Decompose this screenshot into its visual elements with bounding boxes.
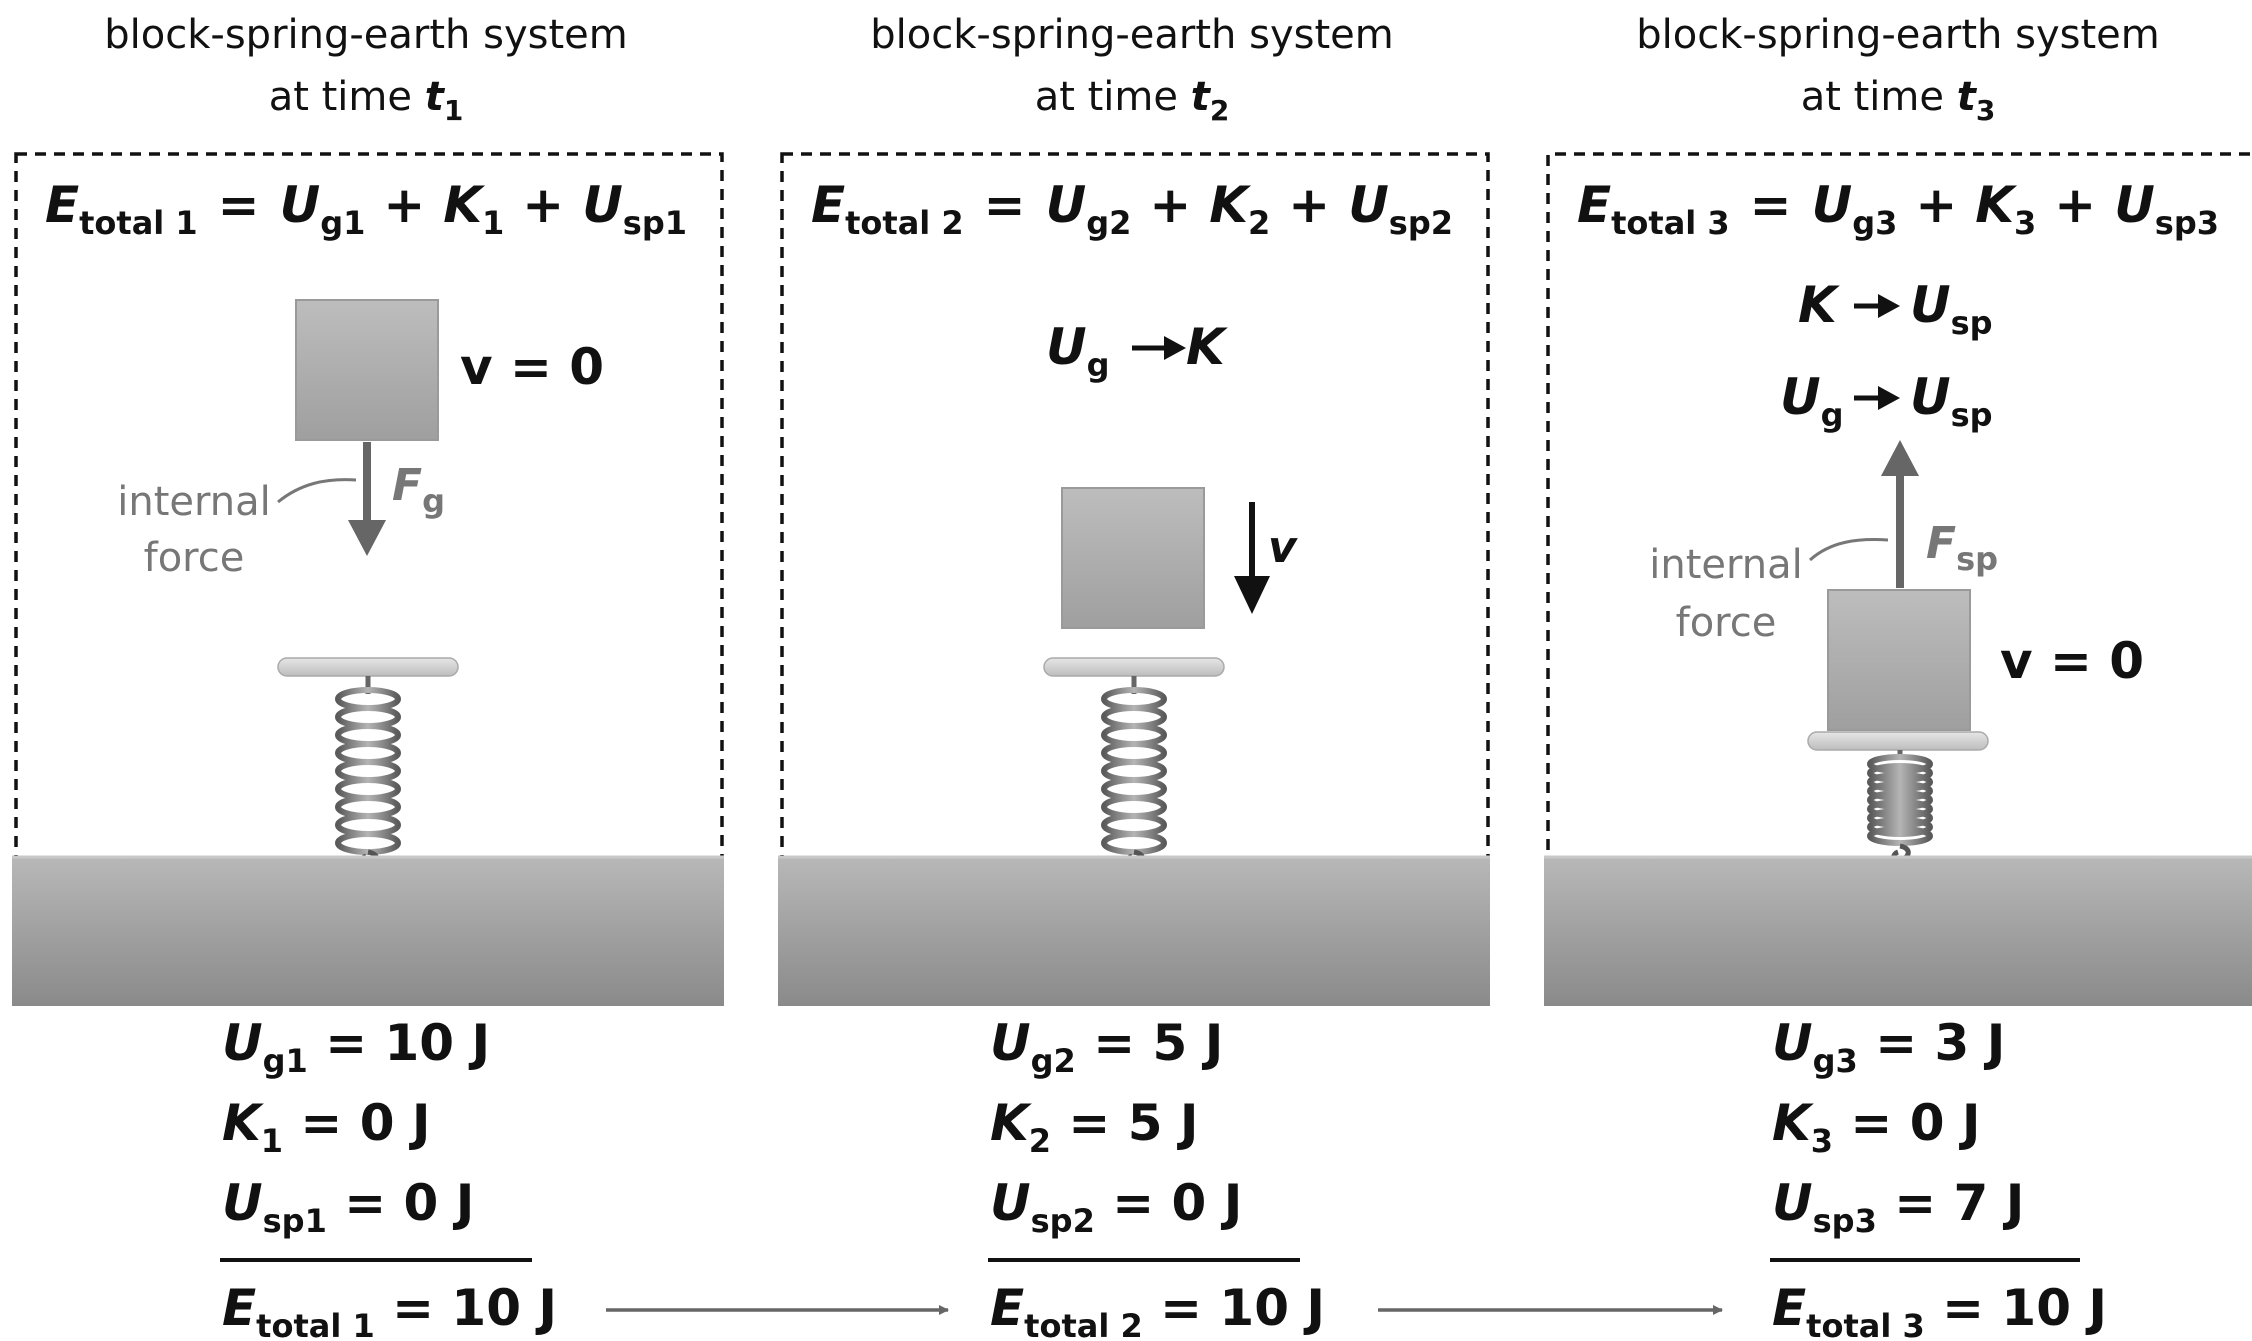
energy-value-ug: Ug2 = 5 J — [990, 1014, 1223, 1080]
conversion-arrow-head — [1878, 386, 1900, 410]
energy-value-usp: Usp3 = 7 J — [1772, 1174, 2024, 1240]
velocity-label: v = 0 — [2000, 632, 2144, 690]
internal-force-leader — [1808, 538, 1889, 562]
spring-coil — [335, 687, 401, 867]
energy-value-ug: Ug3 = 3 J — [1772, 1014, 2005, 1080]
panel-2: block-spring-earth system at time t2 Eto… — [778, 12, 1490, 1341]
internal-force-label: internal — [117, 479, 270, 525]
conversion-from: K — [1798, 276, 1840, 334]
energy-value-usp: Usp2 = 0 J — [990, 1174, 1242, 1240]
velocity-label: v — [1268, 522, 1298, 573]
energy-conversion: Ug K — [1046, 318, 1228, 384]
energy-value-k: K1 = 0 J — [222, 1094, 431, 1160]
panel-title: block-spring-earth system — [1636, 12, 2159, 58]
energy-value-k: K3 = 0 J — [1772, 1094, 1981, 1160]
panel-1: block-spring-earth system at time t1 Eto… — [12, 12, 724, 1341]
spring-plate — [1043, 657, 1225, 677]
spring-force-arrow-head — [1881, 440, 1919, 476]
block — [1061, 487, 1205, 629]
system-boundary — [1546, 152, 2250, 1001]
energy-total: Etotal 3 = 10 J — [1772, 1279, 2107, 1341]
conversion-from: Ug — [1046, 318, 1110, 384]
energy-total: Etotal 2 = 10 J — [990, 1279, 1325, 1341]
energy-total: Etotal 1 = 10 J — [222, 1279, 557, 1341]
conversion-arrow-head — [1164, 336, 1186, 360]
energy-value-ug: Ug1 = 10 J — [222, 1014, 490, 1080]
spring-force-label: Fsp — [1926, 518, 1998, 578]
gravity-force-label: Fg — [392, 460, 445, 520]
energy-equation: Etotal 3=Ug3+K3+Usp3 — [1577, 176, 2219, 242]
ground — [1544, 856, 2252, 1006]
panel-title: block-spring-earth system — [104, 12, 627, 58]
conversion-to: K — [1186, 318, 1228, 376]
internal-force-leader — [277, 478, 357, 504]
velocity-label: v = 0 — [460, 338, 604, 396]
conversion-from: Ug — [1780, 368, 1844, 434]
internal-force-label: internal — [1649, 542, 1802, 588]
energy-conversion: Ug Usp — [1780, 368, 1993, 434]
panel-3: block-spring-earth system at time t3 Eto… — [1544, 12, 2252, 1341]
ground — [778, 856, 1490, 1006]
conversion-to: Usp — [1910, 276, 1993, 342]
velocity-arrow-head — [1234, 576, 1270, 614]
gravity-arrow-head — [348, 520, 386, 556]
ground — [12, 856, 724, 1006]
internal-force-label-line2: force — [144, 535, 245, 581]
spring-coil-compressed — [1867, 754, 1933, 863]
panel-time-label: at time t1 — [269, 74, 464, 127]
energy-value-k: K2 = 5 J — [990, 1094, 1199, 1160]
spring-coil — [1101, 687, 1167, 867]
energy-equation: Etotal 2=Ug2+K2+Usp2 — [811, 176, 1453, 242]
conversion-arrow-head — [1878, 294, 1900, 318]
spring-plate — [1807, 731, 1989, 751]
panel-time-label: at time t3 — [1801, 74, 1996, 127]
energy-conversion: K Usp — [1798, 276, 1993, 342]
energy-equation: Etotal 1=Ug1+K1+Usp1 — [45, 176, 687, 242]
conversion-to: Usp — [1910, 368, 1993, 434]
energy-value-usp: Usp1 = 0 J — [222, 1174, 474, 1240]
panel-time-label: at time t2 — [1035, 74, 1230, 127]
internal-force-label-line2: force — [1676, 600, 1777, 646]
block — [1827, 589, 1971, 731]
block — [295, 299, 439, 441]
panel-title: block-spring-earth system — [870, 12, 1393, 58]
spring-plate — [277, 657, 459, 677]
